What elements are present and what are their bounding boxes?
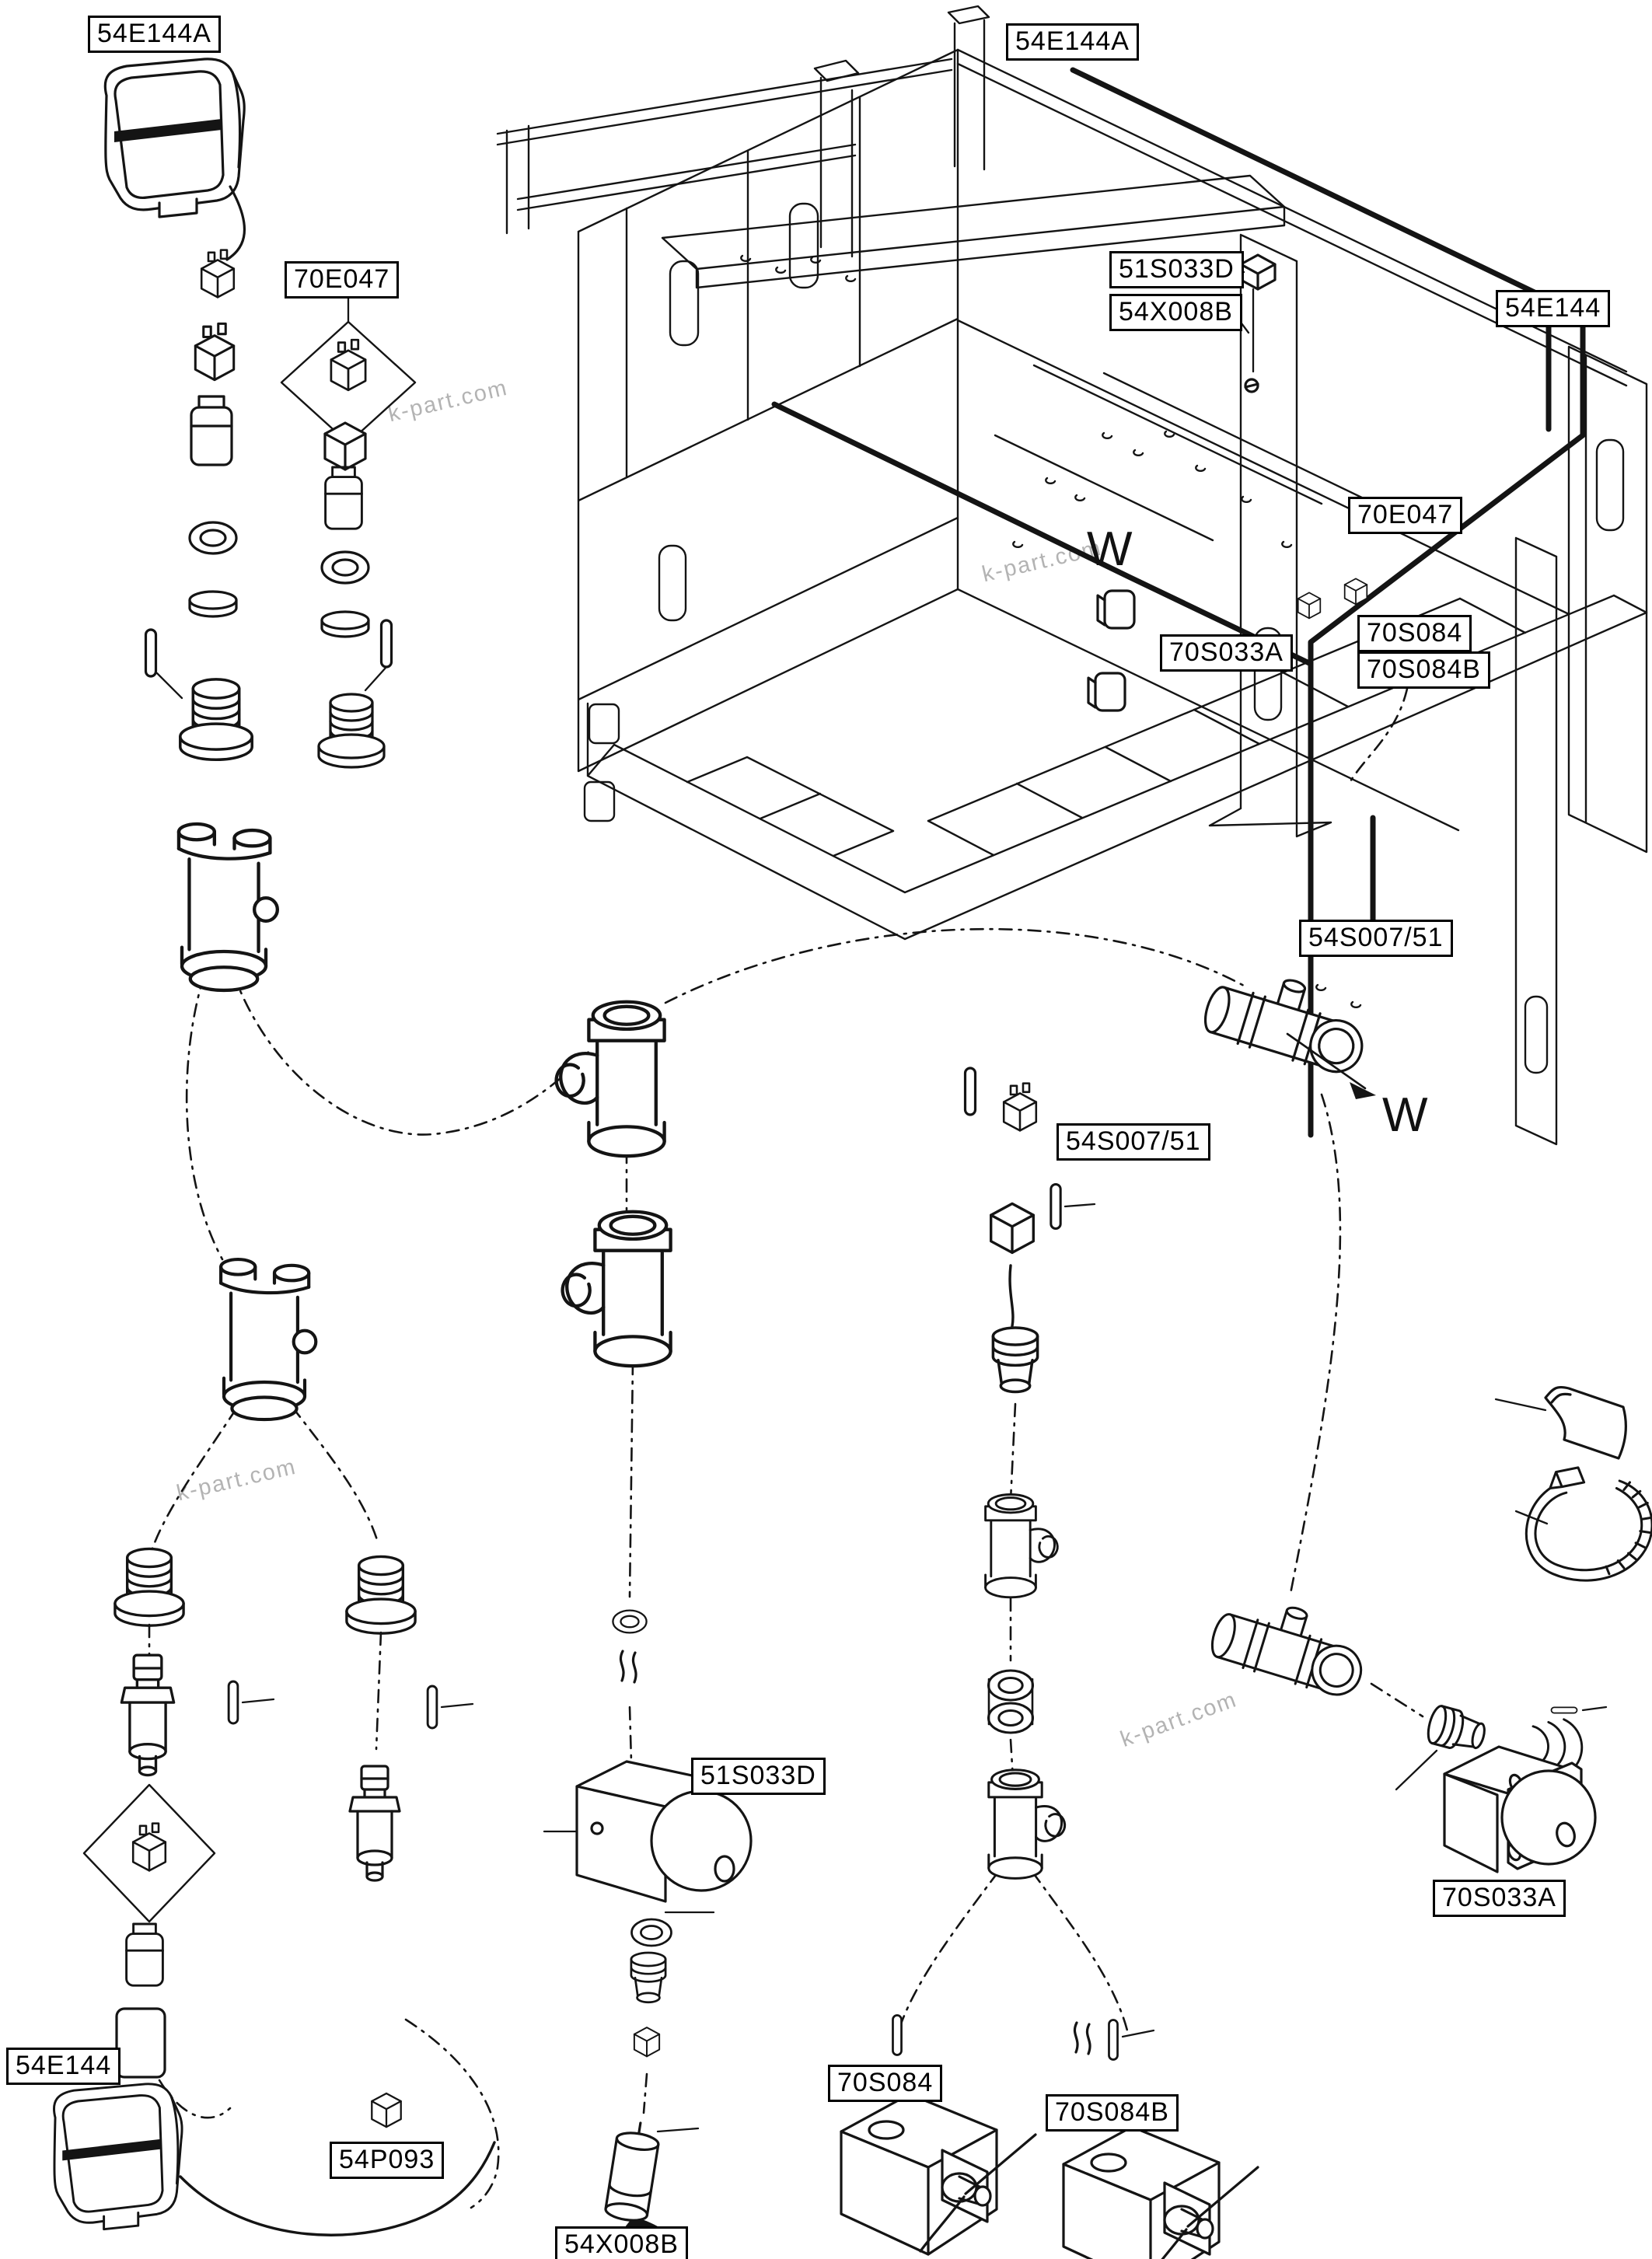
wiring-harness	[771, 67, 1586, 1138]
valve-block-51s033d-icon	[543, 1760, 753, 1903]
part-label-54e144-right: 54E144	[1496, 290, 1611, 327]
solenoid-cube-icon	[1443, 1745, 1597, 1873]
frame-sensor-icon	[1239, 253, 1277, 291]
tee-valve-icon	[987, 1768, 1067, 1880]
part-label-54s007-51-right: 54S007/51	[1299, 920, 1453, 957]
part-label-54e144-bottom-left: 54E144	[6, 2048, 121, 2085]
connector-icon	[371, 2092, 402, 2128]
tee-valve-icon	[1206, 1586, 1375, 1703]
panel-holes	[739, 254, 1362, 1009]
part-label-70s084-bottom: 70S084	[828, 2065, 943, 2102]
tee-valve-icon	[557, 1002, 665, 1156]
direction-marker-w-top: W	[1087, 522, 1133, 576]
cable-tie-icon	[1525, 1466, 1652, 1582]
part-label-54p093-bottom: 54P093	[330, 2142, 445, 2179]
part-label-54s007-51-mid: 54S007/51	[1057, 1123, 1210, 1161]
pressure-sensor-icon	[348, 1765, 401, 1882]
part-label-51s033d-mid: 51S033D	[691, 1758, 826, 1795]
harness-routing-dashdot	[148, 687, 1424, 2209]
y-manifold-icon	[221, 1259, 316, 1419]
direction-marker-w-right: W	[1382, 1088, 1428, 1142]
tee-valve-icon	[984, 1493, 1059, 1599]
part-label-51s033d-frame: 51S033D	[1109, 251, 1244, 288]
part-label-70s084-frame: 70S084	[1357, 615, 1472, 652]
part-label-54e144a-top-left: 54E144A	[88, 16, 221, 53]
threaded-fitting-icon	[1423, 1702, 1490, 1757]
part-label-54x008b-bottom: 54X008B	[555, 2226, 688, 2259]
part-label-70s033a-frame: 70S033A	[1160, 634, 1293, 672]
machine-frame	[496, 5, 1648, 1146]
float-block-icon	[1062, 2125, 1259, 2259]
tee-valve-icon	[563, 1212, 671, 1366]
cylinder-sensor-icon	[604, 2121, 670, 2243]
work-lamp-icon	[52, 2083, 183, 2231]
exploded-parts	[52, 58, 1652, 2259]
part-label-54e144a-top-center: 54E144A	[1006, 23, 1139, 61]
pressure-sensor-icon	[120, 1653, 176, 1777]
part-label-70s084b-frame: 70S084B	[1357, 651, 1490, 689]
y-manifold-icon	[179, 824, 278, 990]
float-block-icon	[840, 2093, 1037, 2256]
work-lamp-icon	[103, 58, 246, 218]
part-label-70s084b-bottom: 70S084B	[1046, 2094, 1179, 2132]
direction-arrow	[1286, 1032, 1376, 1099]
part-label-54x008b-frame: 54X008B	[1109, 294, 1242, 331]
part-label-70e047-right: 70E047	[1348, 497, 1463, 534]
part-label-70e047-left: 70E047	[285, 261, 400, 299]
part-label-70s033a-bottom-right: 70S033A	[1433, 1880, 1566, 1917]
decal-sheet-icon	[1544, 1385, 1627, 1460]
